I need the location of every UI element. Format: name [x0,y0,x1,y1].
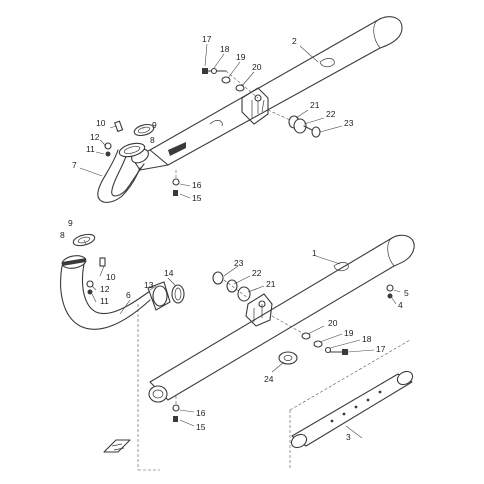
muffler-1-end-cap [387,237,395,267]
clamp-14 [171,284,185,304]
muffler-2-slot [319,58,335,68]
callout-10: 10 [96,118,106,128]
callout-5: 5 [404,288,409,298]
washer-16-lower [172,404,180,412]
front-arrow-icon [103,439,131,453]
callout-17: 17 [202,34,212,44]
callout-8-lower: 8 [60,230,65,240]
exhaust-pipe-6 [60,265,151,330]
muffler-1-slot [333,262,349,272]
muffler-1-bracket [245,293,273,327]
callout-4: 4 [398,300,403,310]
callout-22: 22 [326,109,336,119]
muffler-2-body-mark [209,120,223,127]
callout-3: 3 [346,432,351,442]
callout-11: 11 [86,144,95,154]
callout-9: 9 [152,120,157,130]
callout-12: 12 [90,132,100,142]
bolt-15-lower [173,416,178,422]
washer-19-upper [221,76,231,84]
callout-14: 14 [164,268,174,278]
bolt-17-head-lower [342,349,348,355]
bolt-15-upper [173,190,178,196]
callout-23-lower: 23 [234,258,244,268]
joint-13-ring [152,285,168,307]
callout-13: 13 [144,280,154,290]
washer-12-upper [104,142,112,150]
callout-15-lower: 15 [196,422,206,432]
callout-20-lower: 20 [328,318,338,328]
bolt-17-head-upper [202,68,208,74]
callout-labels: 2 17 18 19 20 21 22 23 10 9 12 8 11 7 16… [60,34,409,442]
leader-lines [79,43,401,439]
callout-17-lower: 17 [376,344,386,354]
stud-10-upper [114,120,124,133]
bolt-23-lower [212,271,224,285]
exhaust-pipe-7 [97,149,141,203]
muffler-2-clamp [168,142,186,156]
washer-20-upper [235,84,245,92]
callout-18-lower: 18 [362,334,372,344]
lower-muffler-assembly [103,234,415,470]
washer-18-lower [324,346,332,354]
callout-22-lower: 22 [252,268,262,278]
washer-19-lower [313,340,323,348]
muffler-2-bracket [241,87,269,125]
nut-11-lower [87,289,93,295]
callout-21: 21 [310,100,320,110]
washer-20-lower [301,332,311,340]
callout-15: 15 [192,193,202,203]
callout-16-lower: 16 [196,408,206,418]
muffler-2-end-cap [373,19,381,49]
callout-12-lower: 12 [100,284,110,294]
callout-20: 20 [252,62,262,72]
washer-16-upper [172,178,180,186]
callout-8: 8 [150,135,155,145]
callout-24: 24 [264,374,274,384]
washer-12-lower [86,280,94,288]
callout-21-lower: 21 [266,279,276,289]
callout-18: 18 [220,44,230,54]
callout-7: 7 [72,160,77,170]
damper-21-lower [237,286,251,302]
callout-1: 1 [312,248,317,258]
callout-10-lower: 10 [106,272,116,282]
muffler-2-body [149,16,403,166]
upper-muffler-assembly [97,16,403,203]
callout-23: 23 [344,118,354,128]
callout-19-lower: 19 [344,328,354,338]
nut-4 [387,293,393,299]
callout-9-lower: 9 [68,218,73,228]
callout-2: 2 [292,36,297,46]
collar-22-upper [293,118,307,134]
callout-11-lower: 11 [100,296,109,306]
grommet-24 [278,351,298,365]
muffler-1-body [149,234,415,401]
callout-16: 16 [192,180,202,190]
stud-10-lower [99,257,106,267]
callout-19: 19 [236,52,246,62]
callout-6: 6 [126,290,131,300]
baffle-3 [291,373,413,447]
muffler-1-inlet [148,385,168,403]
nut-11-upper [105,151,111,157]
lower-exhaust-pipe-assembly [60,233,185,471]
washer-18-upper [210,67,218,75]
washer-5 [386,284,394,292]
